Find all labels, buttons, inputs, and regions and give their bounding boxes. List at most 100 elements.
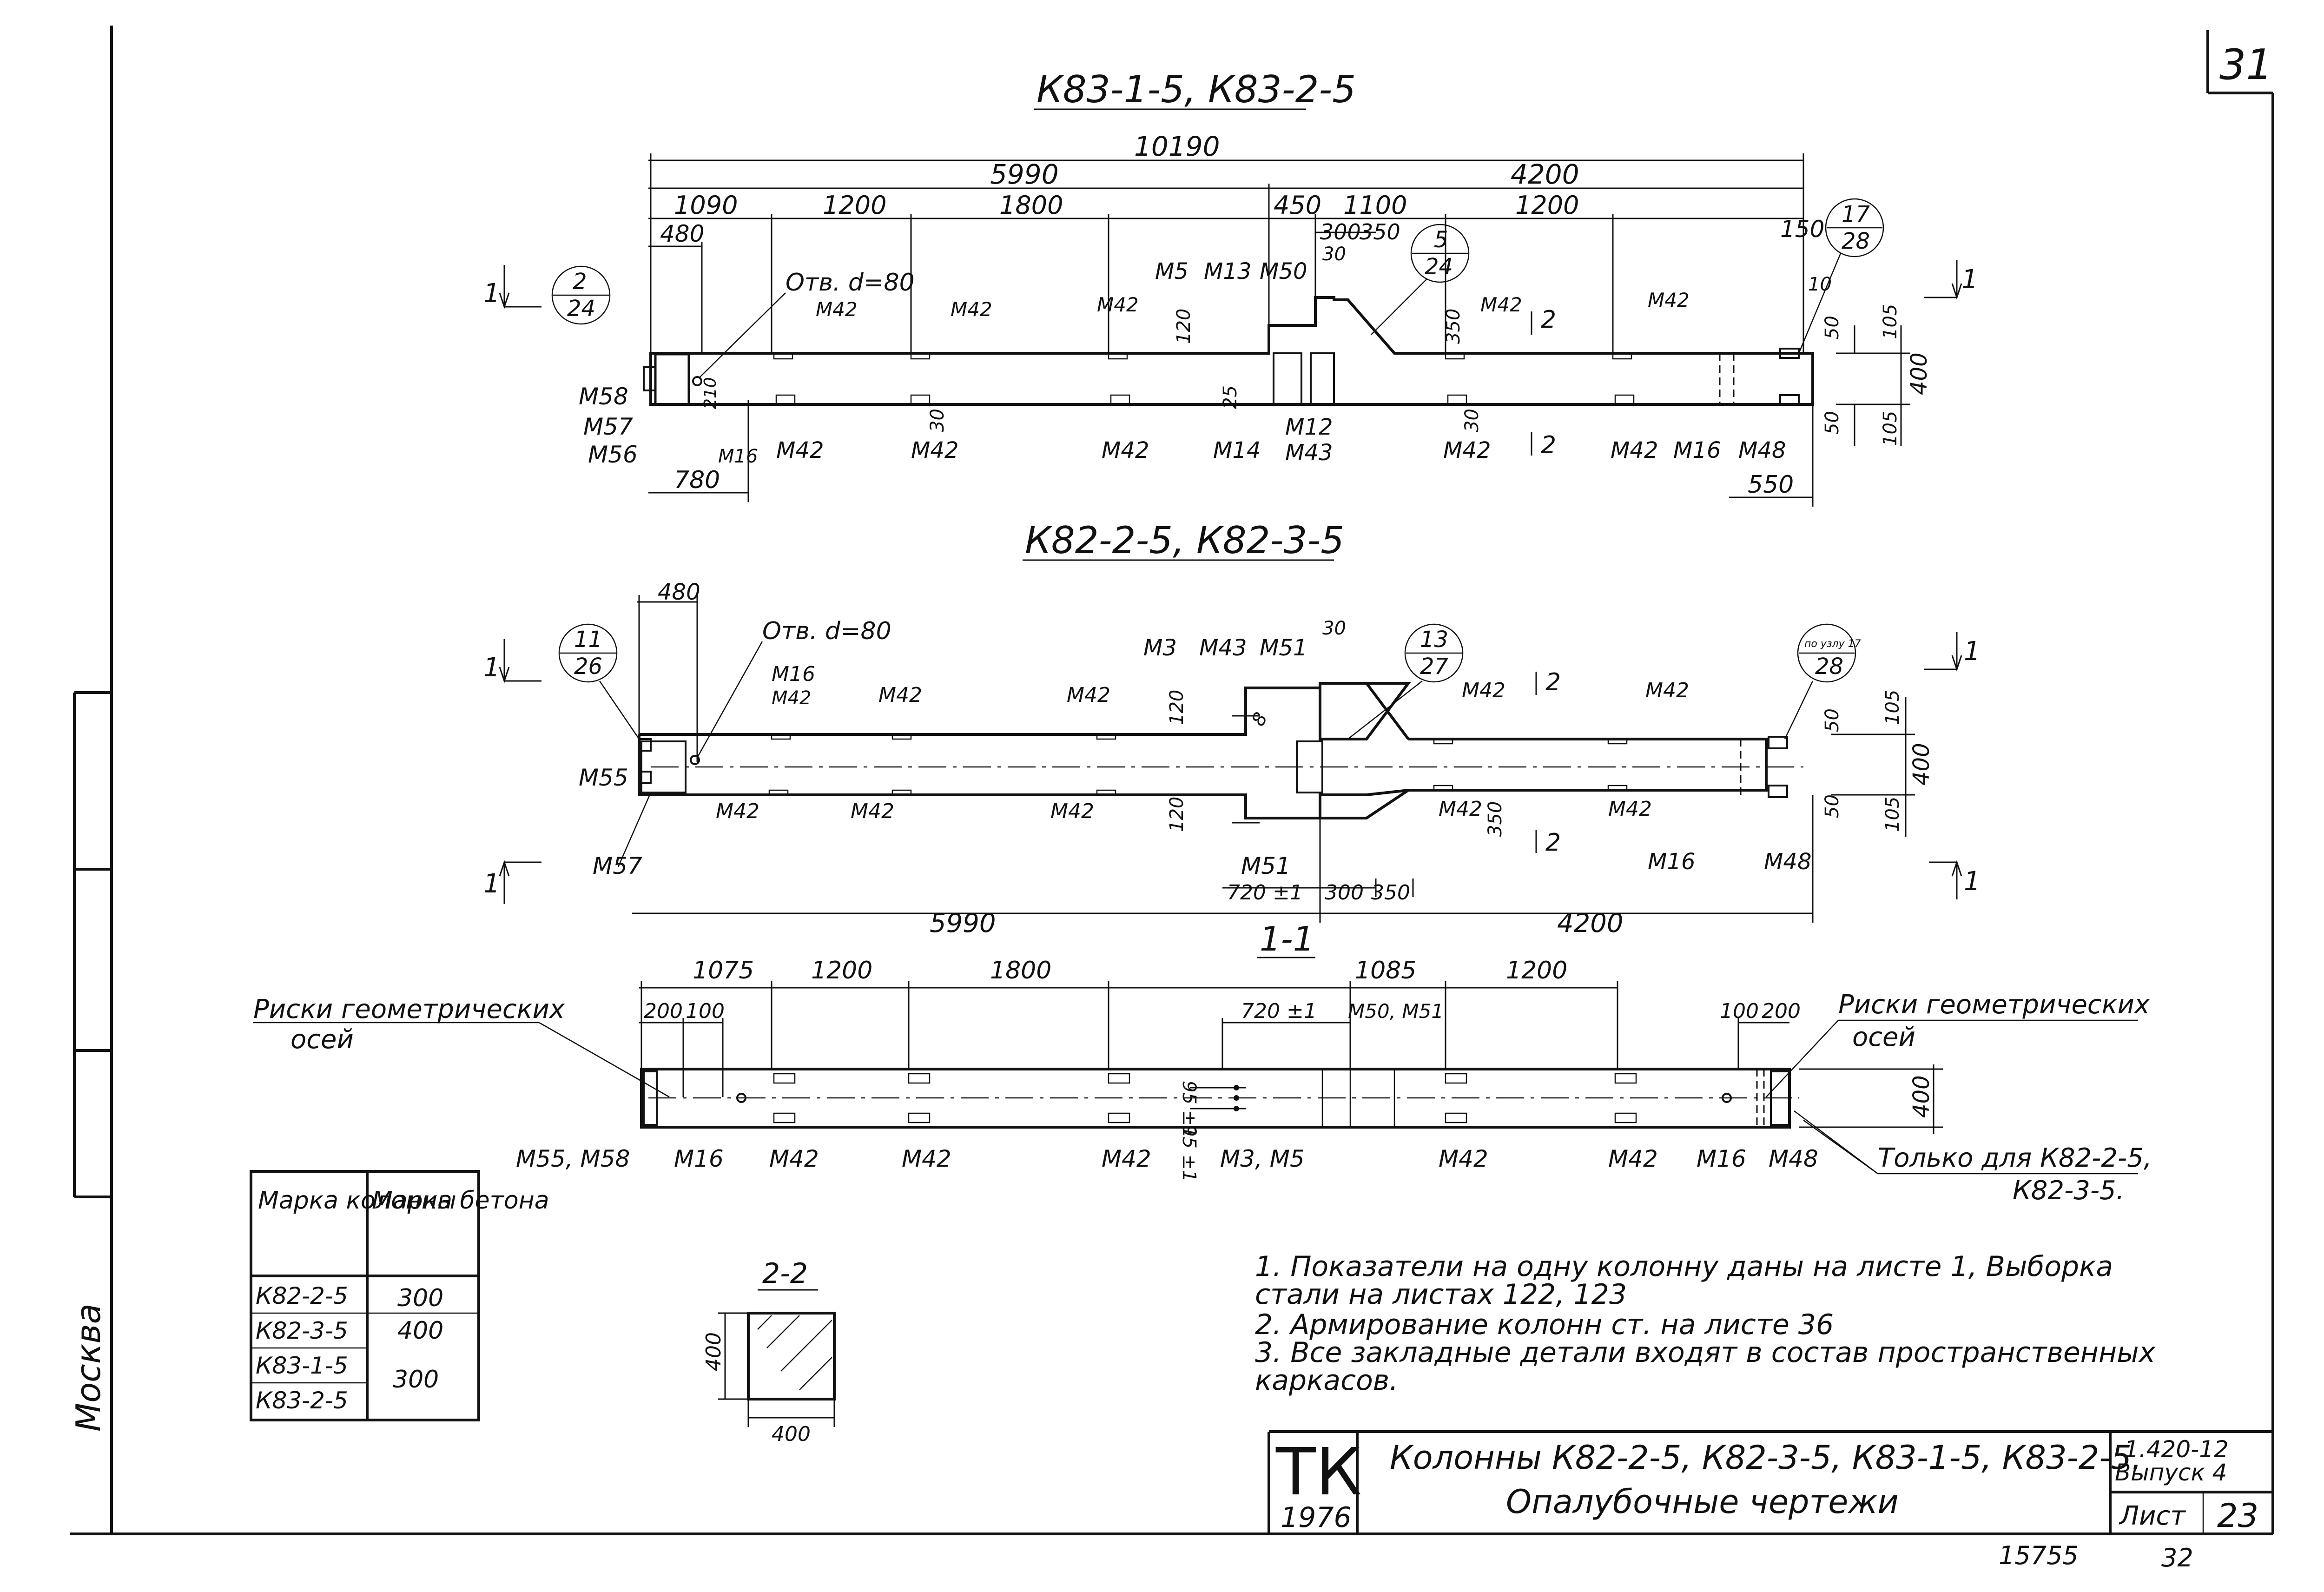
view2-dim-720: 720 ±1 <box>1227 881 1303 905</box>
view3-only-note-line2: К82-3-5. <box>2013 1176 2125 1206</box>
view2-callout2-sheet: 27 <box>1420 654 1449 680</box>
view2-dim-350b: 350 <box>1371 881 1410 905</box>
view2-dim-5990: 5990 <box>930 908 996 938</box>
section22-width: 400 <box>772 1422 811 1446</box>
view3-dim-95b: 95 ±1 <box>1178 1125 1200 1182</box>
view1-mark-m43: М43 <box>1285 440 1333 466</box>
table-row1-conc: 300 <box>397 1284 443 1312</box>
table-row2-conc: 400 <box>397 1317 443 1345</box>
view3-mark-m42b: М42 <box>902 1145 951 1172</box>
view2-section1-tl: 1 <box>483 653 500 683</box>
view2-mark-m3: М3 <box>1143 635 1177 661</box>
table-header-col: Марка колонны <box>258 1187 456 1215</box>
view1-callout2-num: 5 <box>1434 227 1448 253</box>
view2-dim-4200: 4200 <box>1557 908 1624 938</box>
view1-dim-30: 30 <box>1322 244 1346 265</box>
view2-mark-m42b5: М42 <box>1608 797 1652 821</box>
view1-mark-m58: М58 <box>579 383 628 410</box>
view1-hole-label: Отв. d=80 <box>786 269 915 297</box>
view1-mark-m42b2: М42 <box>911 437 959 463</box>
concrete-grade-table: Марка колонны Марка бетона К82-2-5 300 К… <box>250 1170 549 1421</box>
title-year: 1976 <box>1281 1501 1352 1534</box>
view2-callout2-num: 13 <box>1420 627 1448 653</box>
view2-dim-50b: 50 <box>1822 794 1843 818</box>
view1-dim-105a: 105 <box>1880 304 1901 339</box>
view2-mark-m16: М16 <box>772 662 815 686</box>
view2-callout3-num: по узлу 17 <box>1804 638 1861 650</box>
view2-mark-m42t5: М42 <box>1645 679 1689 702</box>
view3-dim-100: 100 <box>686 999 725 1023</box>
view1-callout1-sheet: 24 <box>567 296 595 322</box>
view1-mark-m12: М12 <box>1285 414 1333 440</box>
view3-title: 1-1 <box>1260 919 1314 958</box>
title-sheet-label: Лист <box>2119 1501 2186 1531</box>
view1-dim-400: 400 <box>1906 352 1932 395</box>
view1-callout2-sheet: 24 <box>1425 254 1453 280</box>
note-line-1: 1. Показатели на одну колонну даны на ли… <box>1255 1250 2113 1283</box>
view1-mark-m16a: М16 <box>718 446 758 467</box>
view1-mark-m42t1: М42 <box>816 298 858 321</box>
view1-section1-right: 1 <box>1961 264 1978 295</box>
left-margin-city: Москва <box>69 1303 108 1432</box>
view3-dim-200: 200 <box>644 999 683 1023</box>
title-logo: ТК <box>1275 1434 1362 1510</box>
view1-mark-m42b5: М42 <box>1611 437 1658 463</box>
view1-mark-m56: М56 <box>588 441 638 468</box>
title-sheet-number: 23 <box>2217 1497 2258 1535</box>
view1-elevation: К83-1-5, К83-2-5 <box>483 68 1978 507</box>
view2-title: К82-2-5, К82-3-5 <box>1025 519 1344 562</box>
note-line-3: 2. Армирование колонн ст. на листе 36 <box>1255 1308 1834 1341</box>
table-row2-col: К82-3-5 <box>256 1317 348 1344</box>
view1-mark-m42b4: М42 <box>1443 437 1491 463</box>
view1-dim-350v: 350 <box>1443 309 1464 344</box>
view1-dim-120: 120 <box>1173 309 1195 344</box>
view1-mark-m42b1: М42 <box>776 437 824 463</box>
view2-dim-30: 30 <box>1322 618 1346 639</box>
view2-mark-m42b3: М42 <box>1050 799 1094 823</box>
view3-dim-95a: 95 ±1 <box>1178 1081 1200 1138</box>
view2-mark-m43: М43 <box>1199 635 1247 661</box>
view2-section2-bot: 2 <box>1545 829 1561 857</box>
view3-mark-m3m5: М3, М5 <box>1220 1145 1305 1172</box>
table-header-conc: Марка бетона <box>372 1187 549 1215</box>
view3-dim-1200b: 1200 <box>1506 957 1567 984</box>
view1-mark-m14: М14 <box>1213 437 1261 463</box>
view2-section2-top: 2 <box>1545 668 1561 696</box>
view3-dim-1085: 1085 <box>1355 957 1416 984</box>
view3-leader-left-line2: осей <box>290 1024 354 1055</box>
view2-dim-105a: 105 <box>1882 690 1903 725</box>
view1-callout3-sheet: 28 <box>1842 228 1870 254</box>
section22-height: 400 <box>702 1332 726 1371</box>
view1-dim-210: 210 <box>701 377 720 409</box>
view2-mark-m57: М57 <box>593 852 642 879</box>
view2-dim-120b: 120 <box>1166 797 1188 832</box>
view3-dim-1200a: 1200 <box>811 957 872 984</box>
table-row1-col: К82-2-5 <box>256 1282 348 1309</box>
section-2-2: 2-2 400 400 <box>702 1257 836 1446</box>
view1-dim-1800: 1800 <box>999 191 1063 220</box>
view1-dim-30c: 30 <box>1461 409 1483 432</box>
view2-mark-m42t2: М42 <box>878 683 922 707</box>
view3-mark-m48: М48 <box>1769 1145 1818 1172</box>
view1-dim-300: 300 <box>1320 219 1361 244</box>
title-line-1: Колонны К82-2-5, К82-3-5, К83-1-5, К83-2… <box>1390 1439 2142 1477</box>
view3-dim-1800: 1800 <box>990 957 1051 984</box>
view3-dim-200r: 200 <box>1762 999 1801 1023</box>
note-line-5: каркасов. <box>1255 1364 1398 1397</box>
view2-mark-m55: М55 <box>579 764 628 791</box>
view1-mark-m16b: М16 <box>1673 437 1721 463</box>
view1-callout3-num: 17 <box>1842 201 1870 227</box>
view1-dim-105b: 105 <box>1880 411 1901 446</box>
view3-mark-m50m51: М50, М51 <box>1348 1000 1444 1023</box>
view2-dim-105b: 105 <box>1882 797 1903 832</box>
view2-section1-br: 1 <box>1964 866 1981 897</box>
view3-leader-left-line1: Риски геометрических <box>253 994 565 1024</box>
view3-dim-400: 400 <box>1908 1075 1934 1118</box>
sheet-number: 31 <box>2219 40 2273 89</box>
view1-dim-total: 10190 <box>1134 131 1220 162</box>
view2-mark-m42b4: М42 <box>1439 797 1482 821</box>
view3-mark-m16b: М16 <box>1697 1145 1746 1172</box>
view3-section-1-1: 1-1 <box>253 919 2152 1206</box>
view2-mark-m42b1: М42 <box>716 799 759 823</box>
notes: 1. Показатели на одну колонну даны на ли… <box>1255 1250 2156 1397</box>
